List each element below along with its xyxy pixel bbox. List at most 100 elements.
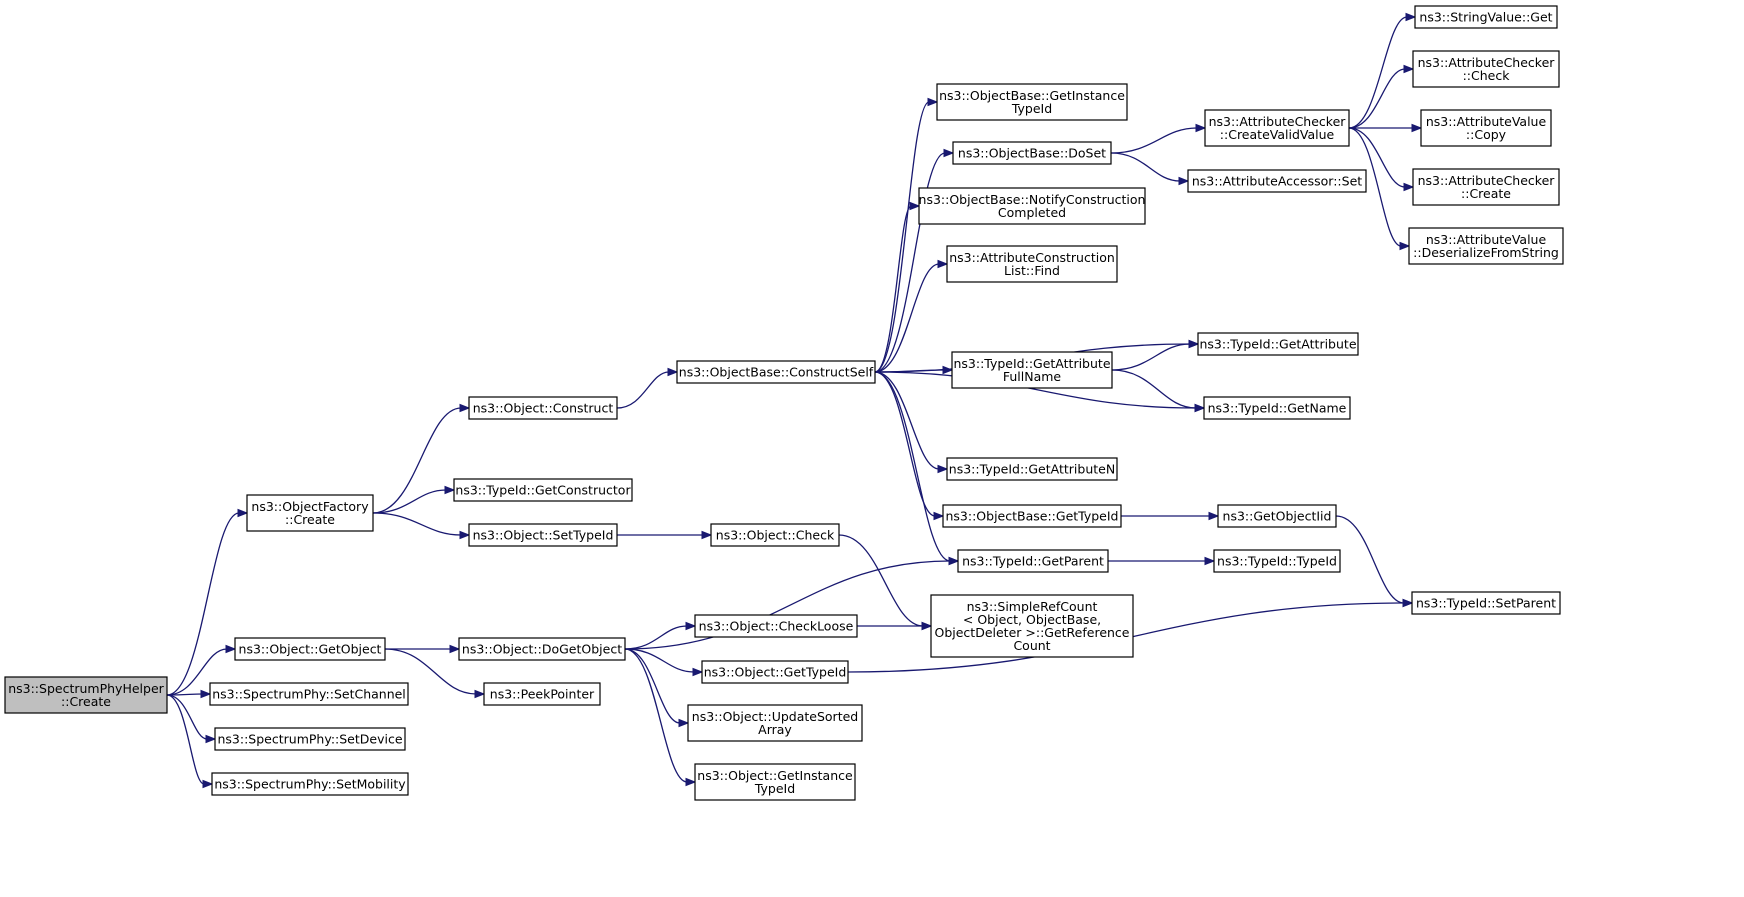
graph-node-av-copy[interactable]: ns3::AttributeValue::Copy (1420, 109, 1552, 147)
edge-root-to-of-create (166, 508, 249, 696)
graph-node-root[interactable]: ns3::SpectrumPhyHelper::Create (4, 676, 168, 714)
graph-node-peekpointer[interactable]: ns3::PeekPointer (483, 682, 601, 706)
graph-node-obj-gettypeid[interactable]: ns3::Object::GetTypeId (701, 660, 849, 684)
graph-node-ob-doset[interactable]: ns3::ObjectBase::DoSet (952, 141, 1112, 165)
node-label: ns3::Object::GetInstance (697, 768, 853, 783)
node-label: ns3::TypeId::GetAttribute (953, 356, 1110, 371)
node-label: ns3::SpectrumPhy::SetChannel (212, 687, 406, 702)
node-box (930, 594, 1134, 658)
graph-node-sp-setdevice[interactable]: ns3::SpectrumPhy::SetDevice (214, 727, 406, 751)
node-label: ns3::StringValue::Get (1419, 10, 1552, 25)
node-label: ns3::AttributeValue (1426, 232, 1547, 247)
graph-node-sp-setchannel[interactable]: ns3::SpectrumPhy::SetChannel (209, 682, 409, 706)
edge-ac-createvalidvalue-to-av-copy (1349, 123, 1423, 133)
graph-node-ob-gettypeid[interactable]: ns3::ObjectBase::GetTypeId (942, 504, 1122, 528)
edge-ob-constructself-to-tid-getattributen (874, 371, 949, 474)
arrowhead (1188, 339, 1200, 349)
node-label: ns3::AttributeChecker (1418, 55, 1556, 70)
node-box (1420, 109, 1552, 147)
node-label: ns3::Object::GetObject (239, 642, 382, 657)
graph-node-obj-getobject[interactable]: ns3::Object::GetObject (234, 637, 386, 661)
graph-node-getobjectiid[interactable]: ns3::GetObjectIid (1217, 504, 1337, 528)
node-label: ns3::TypeId::GetParent (962, 554, 1104, 569)
arrowhead (1399, 241, 1411, 251)
node-label: ns3::SpectrumPhy::SetMobility (214, 777, 406, 792)
graph-node-obj-checkloose[interactable]: ns3::Object::CheckLoose (694, 614, 858, 638)
node-label: Count (1013, 638, 1050, 653)
arrowhead (1411, 123, 1423, 133)
node-box (453, 478, 633, 502)
edge-line (1348, 127, 1406, 188)
graph-node-of-create[interactable]: ns3::ObjectFactory::Create (246, 494, 374, 532)
graph-node-ac-create[interactable]: ns3::AttributeChecker::Create (1412, 168, 1560, 206)
graph-node-obj-construct[interactable]: ns3::Object::Construct (468, 396, 618, 420)
node-label: ns3::Object::Check (716, 528, 835, 543)
edge-tid-getparent-to-tid-typeid (1108, 556, 1216, 566)
node-label: ns3::PeekPointer (490, 687, 595, 702)
arrowhead (1204, 556, 1216, 566)
edge-ac-createvalidvalue-to-ac-check (1348, 64, 1415, 129)
node-label: FullName (1003, 369, 1062, 384)
graph-node-tid-getname[interactable]: ns3::TypeId::GetName (1203, 396, 1351, 420)
graph-node-tid-getattribute[interactable]: ns3::TypeId::GetAttribute (1197, 332, 1359, 356)
edge-line (874, 371, 936, 517)
graph-node-obj-check[interactable]: ns3::Object::Check (710, 523, 840, 547)
edge-line (1348, 68, 1406, 129)
edge-of-create-to-obj-settypeid (372, 512, 471, 540)
node-box (1213, 549, 1341, 573)
arrowhead (685, 621, 697, 631)
graph-node-ac-createvalidvalue[interactable]: ns3::AttributeChecker::CreateValidValue (1204, 109, 1350, 147)
graph-node-tid-getattributen[interactable]: ns3::TypeId::GetAttributeN (946, 457, 1118, 481)
node-label: ns3::ObjectBase::GetTypeId (946, 509, 1119, 524)
arrowhead (1194, 403, 1206, 413)
edge-obj-dogetobject-to-obj-updatesorted (624, 648, 690, 728)
arrowhead (205, 734, 217, 744)
graph-node-obj-dogetobject[interactable]: ns3::Object::DoGetObject (458, 637, 626, 661)
node-box (687, 704, 863, 742)
edge-line (372, 512, 462, 536)
graph-node-tid-getparent[interactable]: ns3::TypeId::GetParent (957, 549, 1109, 573)
graph-node-sv-get[interactable]: ns3::StringValue::Get (1414, 5, 1558, 29)
graph-node-sp-setmobility[interactable]: ns3::SpectrumPhy::SetMobility (211, 772, 409, 796)
edge-getobjectiid-to-tid-setparent (1335, 515, 1414, 608)
node-box (458, 637, 626, 661)
graph-node-ob-constructself[interactable]: ns3::ObjectBase::ConstructSelf (676, 360, 876, 384)
node-label: ::Create (285, 512, 335, 527)
arrowhead (927, 97, 939, 107)
edge-obj-getobject-to-peekpointer (384, 648, 486, 699)
node-label: ::Copy (1466, 127, 1507, 142)
node-box (468, 396, 618, 420)
node-box (676, 360, 876, 384)
node-label: ns3::Object::CheckLoose (699, 619, 854, 634)
arrowhead (948, 556, 960, 566)
graph-node-av-deserialize[interactable]: ns3::AttributeValue::DeserializeFromStri… (1408, 227, 1564, 265)
graph-node-aa-set[interactable]: ns3::AttributeAccessor::Set (1187, 169, 1367, 193)
node-label: ns3::ObjectBase::ConstructSelf (679, 365, 874, 380)
arrowhead (449, 644, 461, 654)
edge-tid-getattrfullname-to-tid-getattribute (1111, 339, 1200, 371)
graph-node-simplerefcount[interactable]: ns3::SimpleRefCount< Object, ObjectBase,… (930, 594, 1134, 658)
edge-ob-constructself-to-ob-notify (874, 201, 921, 373)
edge-line (166, 694, 205, 785)
graph-node-tid-getconstructor[interactable]: ns3::TypeId::GetConstructor (453, 478, 633, 502)
graph-node-ob-notify[interactable]: ns3::ObjectBase::NotifyConstructionCompl… (918, 187, 1146, 225)
node-label: ns3::TypeId::GetConstructor (455, 483, 631, 498)
edge-line (372, 407, 462, 514)
edge-line (166, 694, 208, 740)
edge-line (624, 625, 688, 650)
graph-node-ac-check[interactable]: ns3::AttributeChecker::Check (1412, 50, 1560, 88)
arrowhead (678, 718, 690, 728)
graph-node-tid-typeid[interactable]: ns3::TypeId::TypeId (1213, 549, 1341, 573)
edge-line (874, 152, 946, 373)
graph-node-tid-setparent[interactable]: ns3::TypeId::SetParent (1411, 591, 1561, 615)
arrowhead (1402, 598, 1414, 608)
node-label: ns3::AttributeConstruction (949, 250, 1115, 265)
edge-line (384, 648, 477, 695)
graph-node-obj-settypeid[interactable]: ns3::Object::SetTypeId (468, 523, 618, 547)
node-label: ns3::Object::GetTypeId (704, 665, 847, 680)
